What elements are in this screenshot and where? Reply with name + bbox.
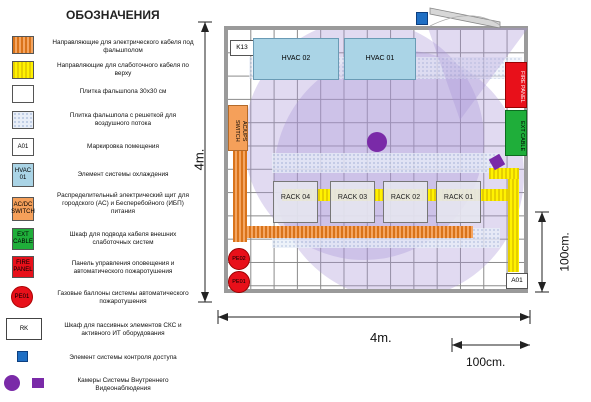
- legend-title: ОБОЗНАЧЕНИЯ: [66, 8, 160, 22]
- gas-cylinder-pe02: PE02: [228, 248, 250, 270]
- power-tray-horizontal: [233, 226, 473, 238]
- swatch-hvac: HVAC 01: [12, 163, 34, 187]
- swatch-room-mark: A01: [12, 138, 34, 156]
- lowvoltage-tray-vertical: [508, 168, 519, 272]
- room-label: K13: [230, 40, 254, 56]
- swatch-power-cable-tray: [12, 36, 34, 54]
- grate-tiles-row-mid: [272, 153, 500, 173]
- swatch-access-control: [17, 351, 28, 362]
- swatch-acdc-switch: AC/DC SWITCH: [11, 197, 35, 221]
- corner-label: A01: [506, 273, 528, 289]
- camera-box-icon: [32, 378, 44, 388]
- swatch-lowvoltage-tray: [12, 61, 34, 79]
- gas-cylinder-pe01: PE01: [228, 271, 250, 293]
- legend-text-fire-panel: Панель управления оповещения и автоматич…: [71, 260, 175, 275]
- dimension-lines: [198, 21, 549, 352]
- dimension-arrows: [201, 22, 546, 349]
- swatch-ext-cable: EXT CABLE: [12, 228, 34, 250]
- camera-view-cone: [428, 28, 528, 120]
- rack-03: RACK 03: [330, 181, 375, 223]
- power-tray-vertical: [233, 150, 247, 242]
- rack-02: RACK 02: [383, 181, 428, 223]
- ext-cable-cabinet: EXT CABLE: [505, 110, 527, 156]
- fire-panel: FIRE PANEL: [505, 62, 527, 108]
- legend-text-room-mark: Маркировка помещения: [87, 143, 159, 150]
- height-dimension-label: 4m.: [191, 148, 207, 171]
- camera-dome-icon: [4, 375, 20, 391]
- legend-text-ext-cable: Шкаф для подвода кабеля внешних слаботоч…: [69, 231, 177, 246]
- legend-text-cameras: Камеры Системы Внутреннего Видеонаблюден…: [77, 377, 169, 392]
- swatch-gas-cylinder: PE01: [11, 286, 33, 308]
- legend-text-floor-tile: Плитка фальшпола 30х30 см: [79, 88, 167, 95]
- right-scale-label: 100cm.: [557, 232, 572, 272]
- access-control-icon: [416, 12, 428, 25]
- camera-dome-icon: [367, 132, 387, 152]
- legend-text-hvac: Элемент системы охлаждения: [77, 171, 169, 178]
- door-leaf: [429, 7, 501, 29]
- lowvoltage-tray-stub: [489, 168, 519, 179]
- legend-text-lowvoltage-tray: Направляющие для слаботочного кабеля по …: [57, 62, 189, 77]
- legend-text-grate-tile: Плитка фальшпола с решеткой для воздушно…: [69, 112, 177, 127]
- swatch-fire-panel: FIRE PANEL: [12, 256, 34, 278]
- swatch-rack: RK: [6, 318, 42, 340]
- legend-text-gas-cylinder: Газовые баллоны системы автоматического …: [57, 290, 189, 305]
- legend-text-access-control: Элемент системы контроля доступа: [69, 354, 177, 361]
- legend-text-power-tray: Направляющие для электрического кабеля п…: [52, 39, 194, 54]
- width-dimension-label: 4m.: [370, 330, 392, 345]
- legend-text-acdc-switch: Распределительный электрический щит для …: [57, 192, 189, 215]
- bottom-scale-label: 100cm.: [466, 355, 506, 369]
- legend-text-rack: Шкаф для пассивных элементов СКС и актив…: [64, 322, 182, 337]
- acups-switch: AC/UPS SWITCH: [228, 105, 248, 151]
- door-swing: [429, 15, 501, 27]
- swatch-floor-tile: [12, 85, 34, 103]
- hvac-02: HVAC 02: [253, 38, 339, 80]
- rack-04: RACK 04: [273, 181, 318, 223]
- swatch-grate-tile: [12, 111, 34, 129]
- rack-01: RACK 01: [436, 181, 481, 223]
- hvac-01: HVAC 01: [344, 38, 416, 80]
